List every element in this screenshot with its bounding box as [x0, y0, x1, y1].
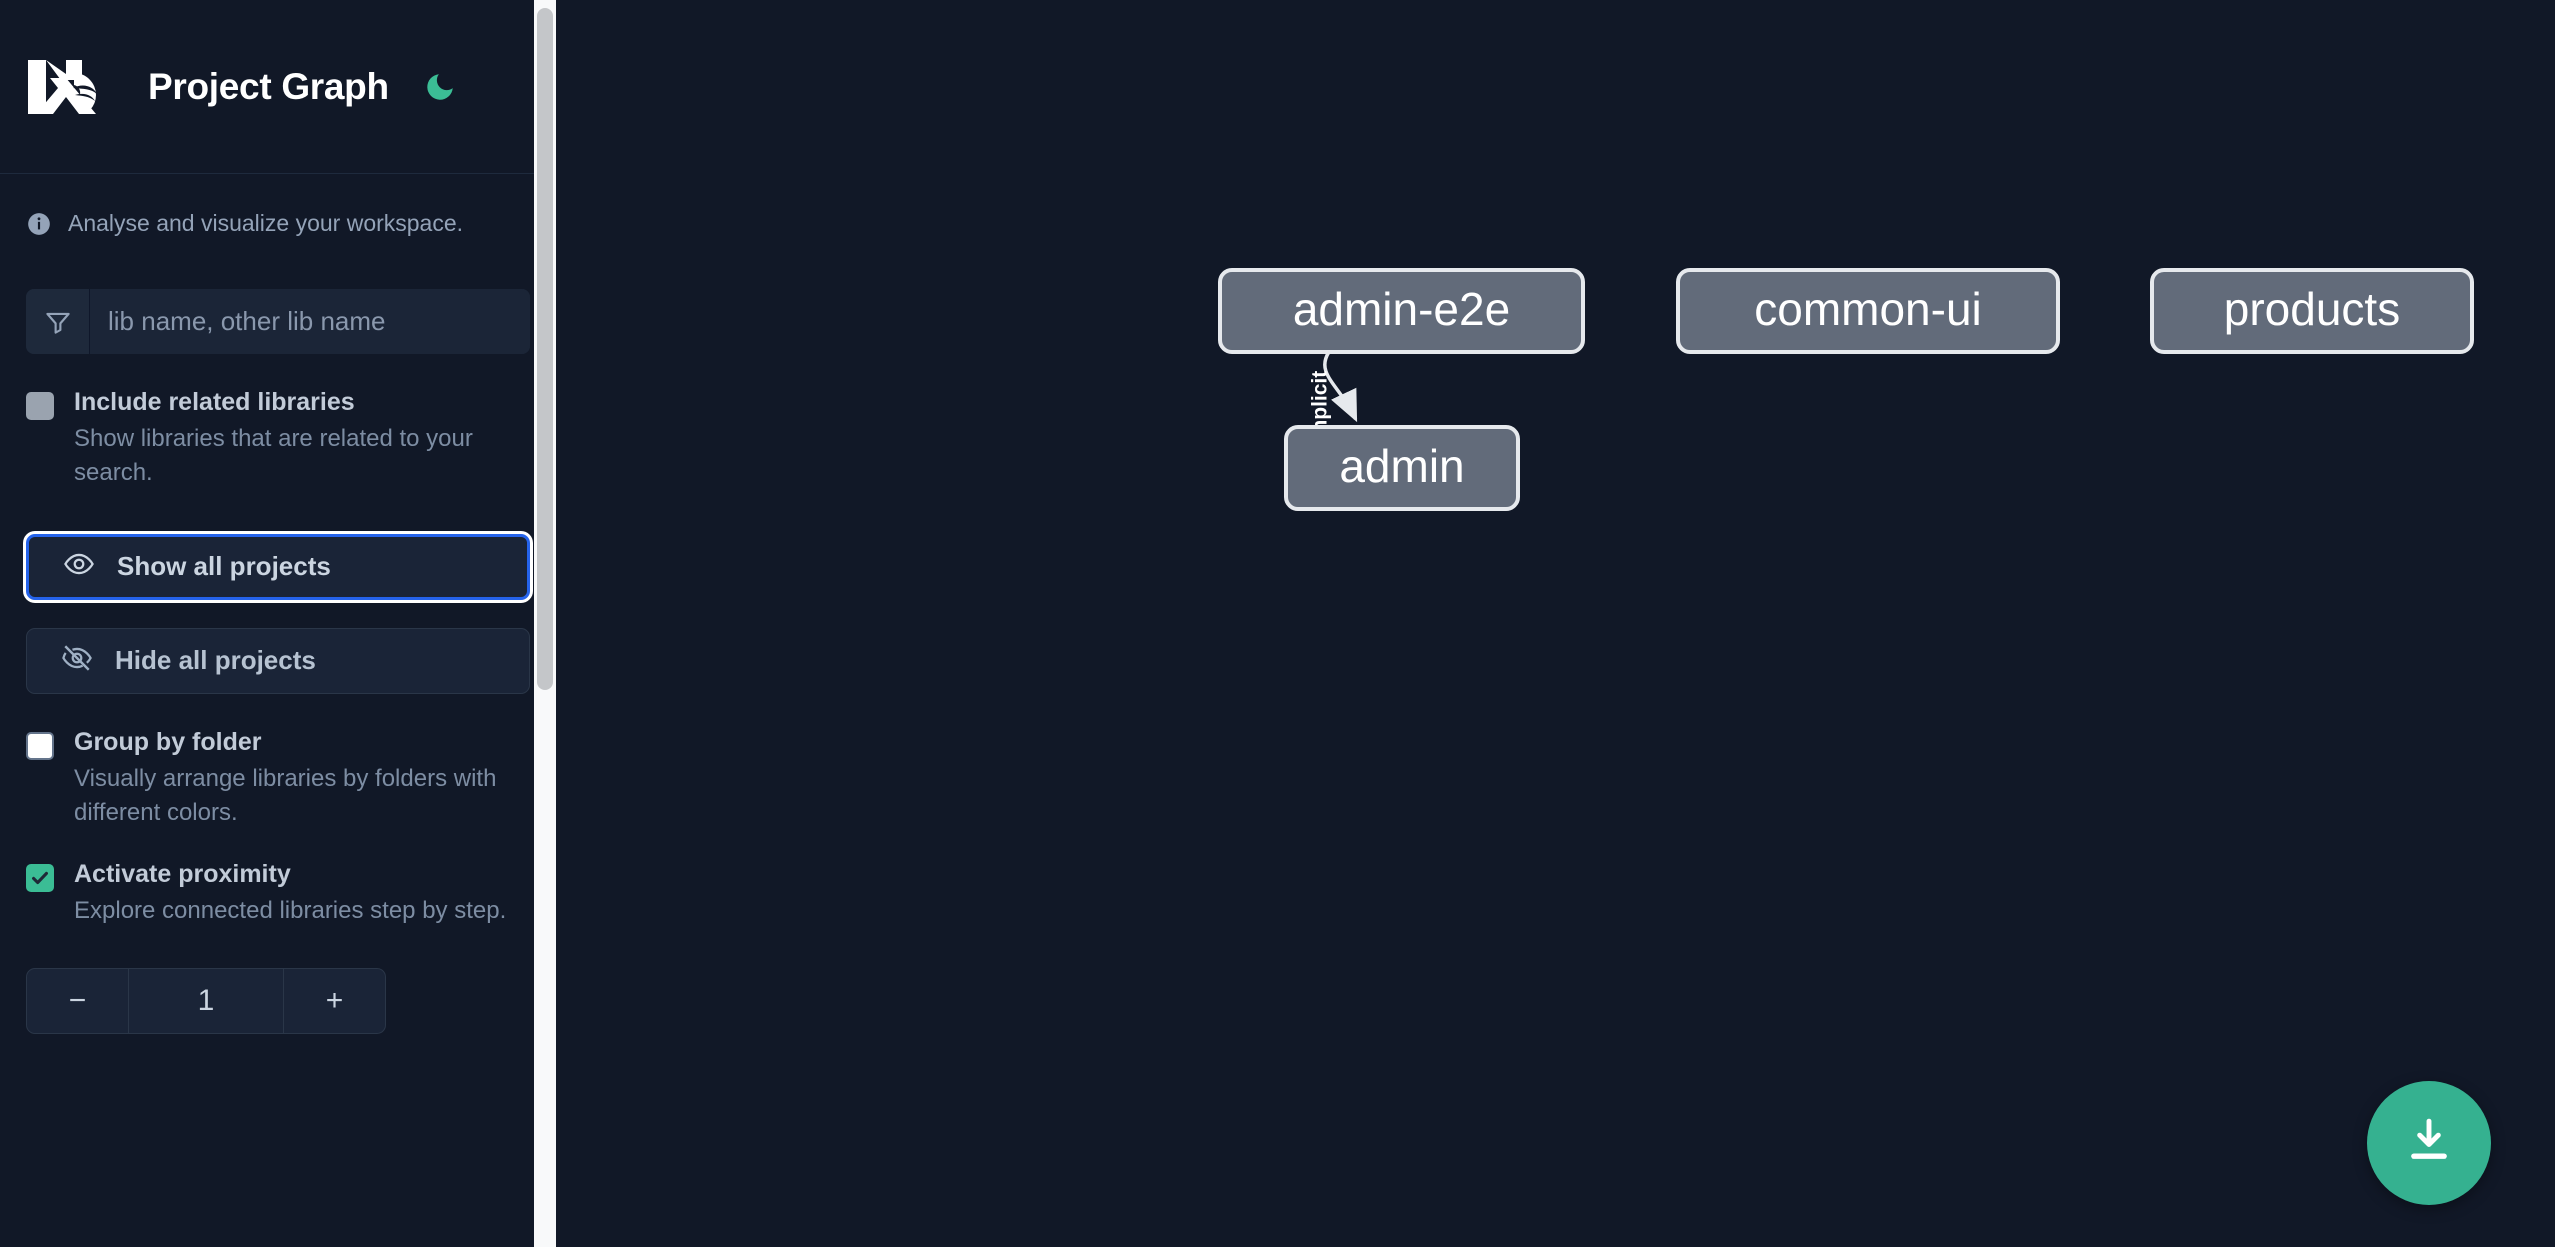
search-bar	[26, 289, 530, 354]
moon-icon[interactable]	[419, 66, 461, 108]
activate-proximity-checkbox[interactable]	[26, 863, 54, 892]
download-icon	[2401, 1113, 2457, 1174]
include-related-libraries-label: Include related libraries	[74, 388, 355, 416]
graph-node-label: products	[2224, 283, 2400, 335]
sidebar-body: Include related libraries Show libraries…	[0, 237, 556, 1034]
activate-proximity-description: Explore connected libraries step by step…	[74, 896, 507, 924]
proximity-decrement-button[interactable]: −	[27, 968, 129, 1033]
proximity-stepper: − 1 +	[26, 967, 386, 1034]
show-all-projects-label: Show all projects	[117, 551, 331, 582]
graph-node-label: common-ui	[1754, 283, 1982, 335]
include-related-libraries-description: Show libraries that are related to your …	[74, 424, 473, 486]
include-related-libraries-checkbox[interactable]	[26, 392, 54, 420]
project-visibility-buttons: Show all projects Hide all projects	[26, 533, 530, 694]
proximity-increment-button[interactable]: +	[283, 968, 385, 1033]
sidebar-scrollbar-thumb[interactable]	[537, 8, 553, 690]
graph-node[interactable]: common-ui	[1676, 268, 2060, 354]
eye-off-icon	[61, 642, 93, 679]
show-all-projects-button[interactable]: Show all projects	[26, 533, 530, 600]
graph-node-label: admin-e2e	[1293, 283, 1510, 335]
option-include-related-libraries[interactable]: Include related libraries Show libraries…	[26, 388, 530, 490]
sidebar-scrollbar[interactable]	[534, 0, 556, 1247]
project-graph-svg: implicitimplicit admin-e2ecommon-uiprodu…	[1218, 268, 2474, 511]
option-group-by-folder[interactable]: Group by folder Visually arrange librari…	[26, 728, 530, 830]
nx-logo-icon	[26, 56, 112, 118]
app-title: Project Graph	[148, 65, 389, 107]
option-activate-proximity[interactable]: Activate proximity Explore connected lib…	[26, 860, 530, 928]
download-graph-button[interactable]	[2367, 1081, 2491, 1205]
proximity-value: 1	[197, 983, 215, 1017]
group-by-folder-checkbox[interactable]	[26, 731, 54, 760]
workspace-info-text: Analyse and visualize your workspace.	[68, 210, 464, 236]
activate-proximity-label: Activate proximity	[74, 859, 291, 888]
sidebar: Project Graph Analyse and visualize your…	[0, 0, 560, 1247]
graph-node[interactable]: admin-e2e	[1218, 268, 1585, 354]
graph-canvas[interactable]: implicitimplicit admin-e2ecommon-uiprodu…	[556, 0, 2555, 1247]
search-input[interactable]	[90, 289, 530, 354]
graph-node-label: admin	[1339, 440, 1464, 492]
hide-all-projects-label: Hide all projects	[115, 645, 316, 676]
hide-all-projects-button[interactable]: Hide all projects	[26, 627, 530, 694]
graph-node[interactable]: products	[2150, 268, 2474, 354]
group-by-folder-description: Visually arrange libraries by folders wi…	[74, 764, 497, 826]
sidebar-header: Project Graph	[0, 0, 556, 174]
info-icon	[26, 211, 52, 237]
filter-funnel-icon[interactable]	[26, 289, 90, 354]
graph-node[interactable]: admin	[1284, 425, 1520, 511]
graph-nodes: admin-e2ecommon-uiproductsstore-e2eadmin…	[1218, 268, 2474, 511]
workspace-info: Analyse and visualize your workspace.	[0, 174, 556, 237]
group-by-folder-label: Group by folder	[74, 727, 262, 756]
eye-icon	[63, 548, 95, 585]
